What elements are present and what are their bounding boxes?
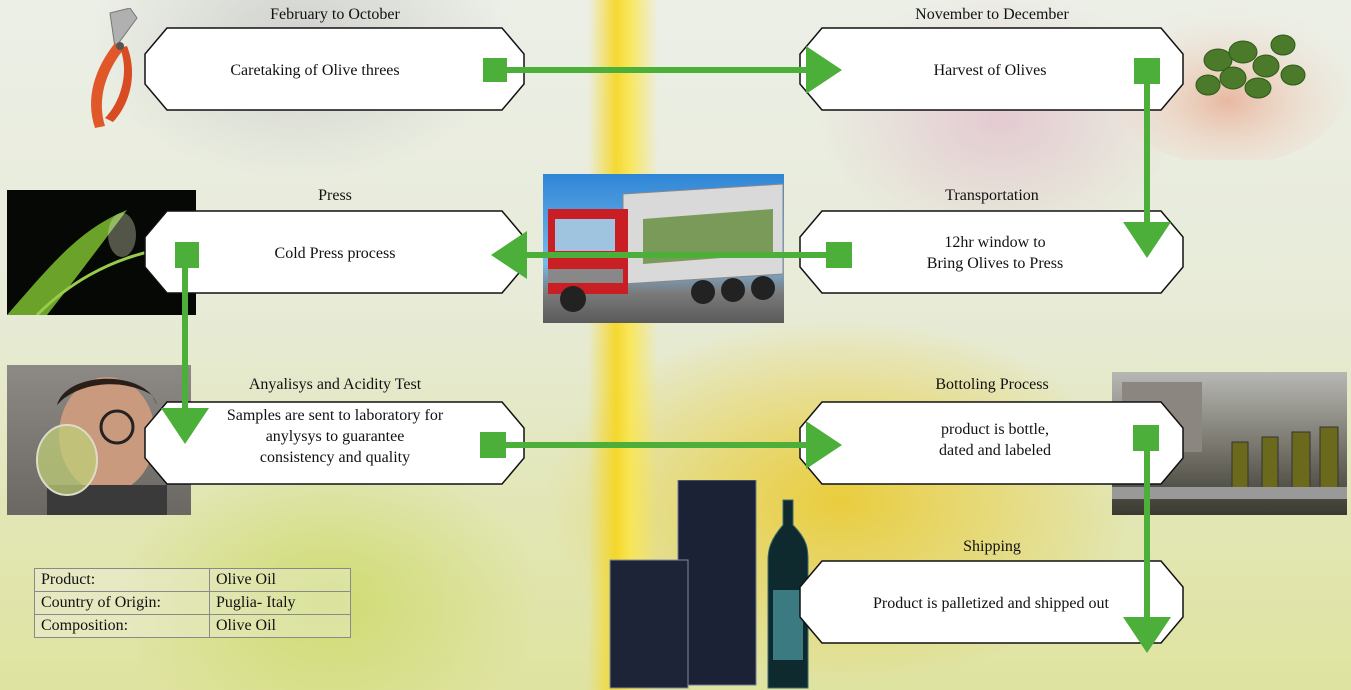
step-label-bottling: Bottoling Process	[935, 376, 1049, 393]
box-bottling	[799, 401, 1184, 485]
box-analysis	[144, 401, 525, 485]
table-row: Country of Origin: Puglia- Italy	[34, 591, 351, 615]
table-cell-key: Composition:	[34, 614, 210, 638]
step-text-bottling-line-1: product is bottle,	[941, 421, 1049, 438]
step-text-analysis: Samples are sent to laboratory for anyly…	[150, 400, 520, 472]
step-text-harvest-line: Harvest of Olives	[933, 61, 1047, 79]
step-text-shipping-line: Product is palletized and shipped out	[873, 594, 1109, 612]
box-harvest	[799, 27, 1184, 111]
step-text-analysis-line-1: Samples are sent to laboratory for	[226, 406, 444, 424]
step-text-caretaking-line: Caretaking of Olive threes	[230, 61, 400, 79]
step-text-transport-line-2: Bring Olives to Press	[926, 255, 1064, 272]
table-cell-value: Olive Oil	[209, 614, 351, 638]
truck-image	[543, 174, 784, 323]
product-info-table: Product: Olive Oil Country of Origin: Pu…	[34, 568, 351, 638]
step-text-press-line: Cold Press process	[274, 244, 396, 262]
table-cell-key: Country of Origin:	[34, 591, 210, 615]
step-label-shipping: Shipping	[963, 538, 1021, 555]
step-text-harvest: Harvest of Olives	[810, 30, 1170, 110]
table-row: Product: Olive Oil	[34, 568, 351, 592]
step-label-analysis: Anyalisys and Acidity Test	[248, 376, 422, 393]
olive-oil-tin-and-bottle-image	[608, 480, 823, 690]
connector-transport	[826, 242, 852, 268]
step-text-transport: 12hr window to Bring Olives to Press	[830, 213, 1160, 293]
box-caretaking	[144, 27, 525, 111]
step-text-press: Cold Press process	[175, 213, 495, 293]
step-label-harvest: November to December	[915, 6, 1069, 23]
step-text-analysis-line-3: consistency and quality	[259, 448, 411, 466]
box-transport	[799, 210, 1184, 294]
table-cell-key: Product:	[34, 568, 210, 592]
connector-caretaking	[483, 58, 507, 82]
step-text-bottling: product is bottle, dated and labeled	[830, 404, 1160, 476]
man-tasting-oil-image	[7, 365, 191, 515]
step-text-analysis-line-2: anylysys to guarantee	[265, 427, 405, 445]
connector-harvest	[1134, 58, 1160, 84]
connector-analysis	[480, 432, 506, 458]
connector-press	[175, 242, 199, 268]
step-label-press: Press	[318, 187, 352, 204]
connector-bottling	[1133, 425, 1159, 451]
step-text-bottling-line-2: dated and labeled	[939, 442, 1051, 459]
box-press	[144, 210, 525, 294]
step-text-shipping: Product is palletized and shipped out	[806, 563, 1176, 643]
pruning-shears-image	[75, 8, 160, 133]
table-cell-value: Olive Oil	[209, 568, 351, 592]
step-text-transport-line-1: 12hr window to	[944, 234, 1046, 251]
table-cell-value: Puglia- Italy	[209, 591, 351, 615]
step-label-transport: Transportation	[945, 187, 1039, 204]
step-text-caretaking: Caretaking of Olive threes	[155, 30, 475, 110]
step-label-caretaking: February to October	[270, 6, 400, 23]
table-row: Composition: Olive Oil	[34, 614, 351, 638]
